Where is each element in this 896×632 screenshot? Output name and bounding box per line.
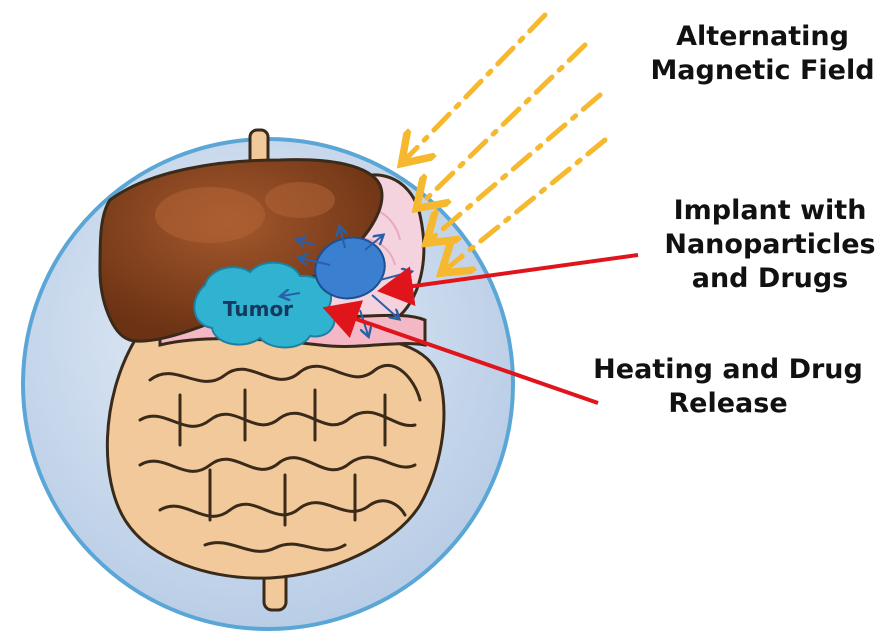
- magnetic-field-label: Alternating Magnetic Field: [640, 20, 885, 88]
- magnetic-field-label-line1: Alternating: [640, 20, 885, 54]
- heating-label-line2: Release: [578, 387, 878, 421]
- implant-label-line2: Nanoparticles: [650, 228, 890, 262]
- magnetic-field-label-line2: Magnetic Field: [640, 54, 885, 88]
- heating-label: Heating and Drug Release: [578, 353, 878, 421]
- tumor-label: Tumor: [223, 297, 293, 321]
- heating-label-line1: Heating and Drug: [578, 353, 878, 387]
- implant-label: Implant with Nanoparticles and Drugs: [650, 194, 890, 296]
- implant-label-line1: Implant with: [650, 194, 890, 228]
- implant-label-line3: and Drugs: [650, 262, 890, 296]
